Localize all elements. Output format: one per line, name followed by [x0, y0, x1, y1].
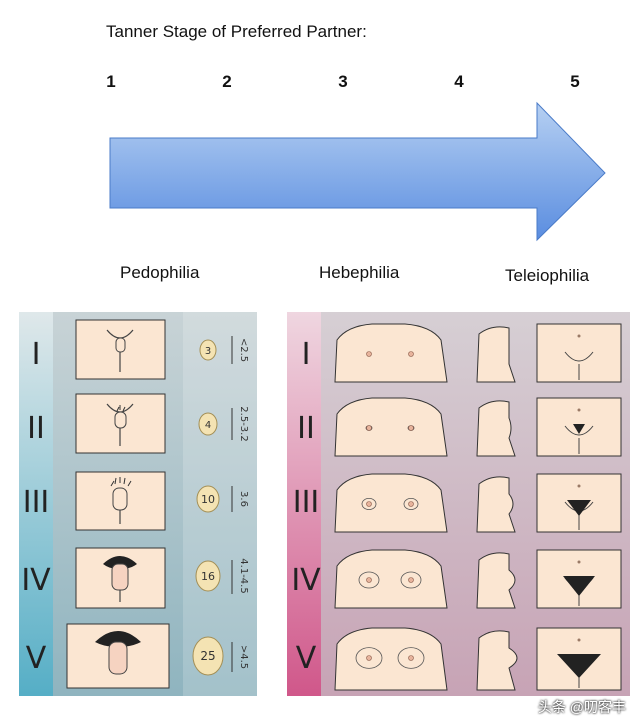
progression-arrow: [105, 100, 610, 245]
female-torso-front-1: [335, 324, 447, 382]
female-stage-roman-3: III: [293, 485, 320, 520]
female-stage-roman-4: IV: [291, 563, 321, 598]
male-volume-1: 3: [205, 346, 211, 357]
male-volume-5: 25: [200, 649, 215, 663]
female-tanner-panel: I II III IV V: [287, 312, 630, 696]
male-volume-3: 10: [201, 493, 215, 506]
female-profile-4: [477, 553, 515, 608]
stage-number-4: 4: [449, 72, 469, 92]
male-stage-roman-3: III: [23, 485, 50, 520]
category-hebephilia: Hebephilia: [319, 263, 399, 283]
diagram-title: Tanner Stage of Preferred Partner:: [106, 22, 367, 42]
stage-number-2: 2: [217, 72, 237, 92]
male-length-4: 4.1-4.5: [238, 558, 249, 593]
male-volume-4: 16: [201, 570, 215, 583]
male-stage-roman-5: V: [26, 641, 47, 676]
female-stage-roman-5: V: [296, 641, 317, 676]
category-pedophilia: Pedophilia: [120, 263, 199, 283]
male-stage-roman-4: IV: [21, 563, 51, 598]
male-stage-roman-2: II: [27, 411, 45, 446]
category-teleiophilia: Teleiophilia: [505, 266, 589, 286]
male-length-5: >4.5: [238, 645, 249, 669]
watermark: 头条 @叨客丰: [538, 697, 626, 717]
male-length-3: 3.6: [238, 491, 249, 507]
female-stage-roman-2: II: [297, 411, 315, 446]
female-profile-3: [477, 477, 515, 532]
female-profile-2: [477, 401, 515, 456]
female-profile-1: [477, 327, 515, 382]
stage-number-3: 3: [333, 72, 353, 92]
male-tanner-panel: I 3 <2.5 II 4 2.5-3.2 III 10 3.6 IV: [19, 312, 257, 696]
male-volume-2: 4: [205, 420, 211, 431]
male-length-2: 2.5-3.2: [238, 406, 249, 441]
female-torso-front-2: [335, 398, 447, 456]
female-torso-front-5: [335, 628, 447, 690]
female-torso-front-3: [335, 474, 447, 532]
female-torso-front-4: [335, 550, 447, 608]
male-stage-roman-1: I: [32, 337, 41, 372]
stage-number-5: 5: [565, 72, 585, 92]
stage-number-1: 1: [101, 72, 121, 92]
male-length-1: <2.5: [238, 338, 249, 362]
female-stage-roman-1: I: [302, 337, 311, 372]
